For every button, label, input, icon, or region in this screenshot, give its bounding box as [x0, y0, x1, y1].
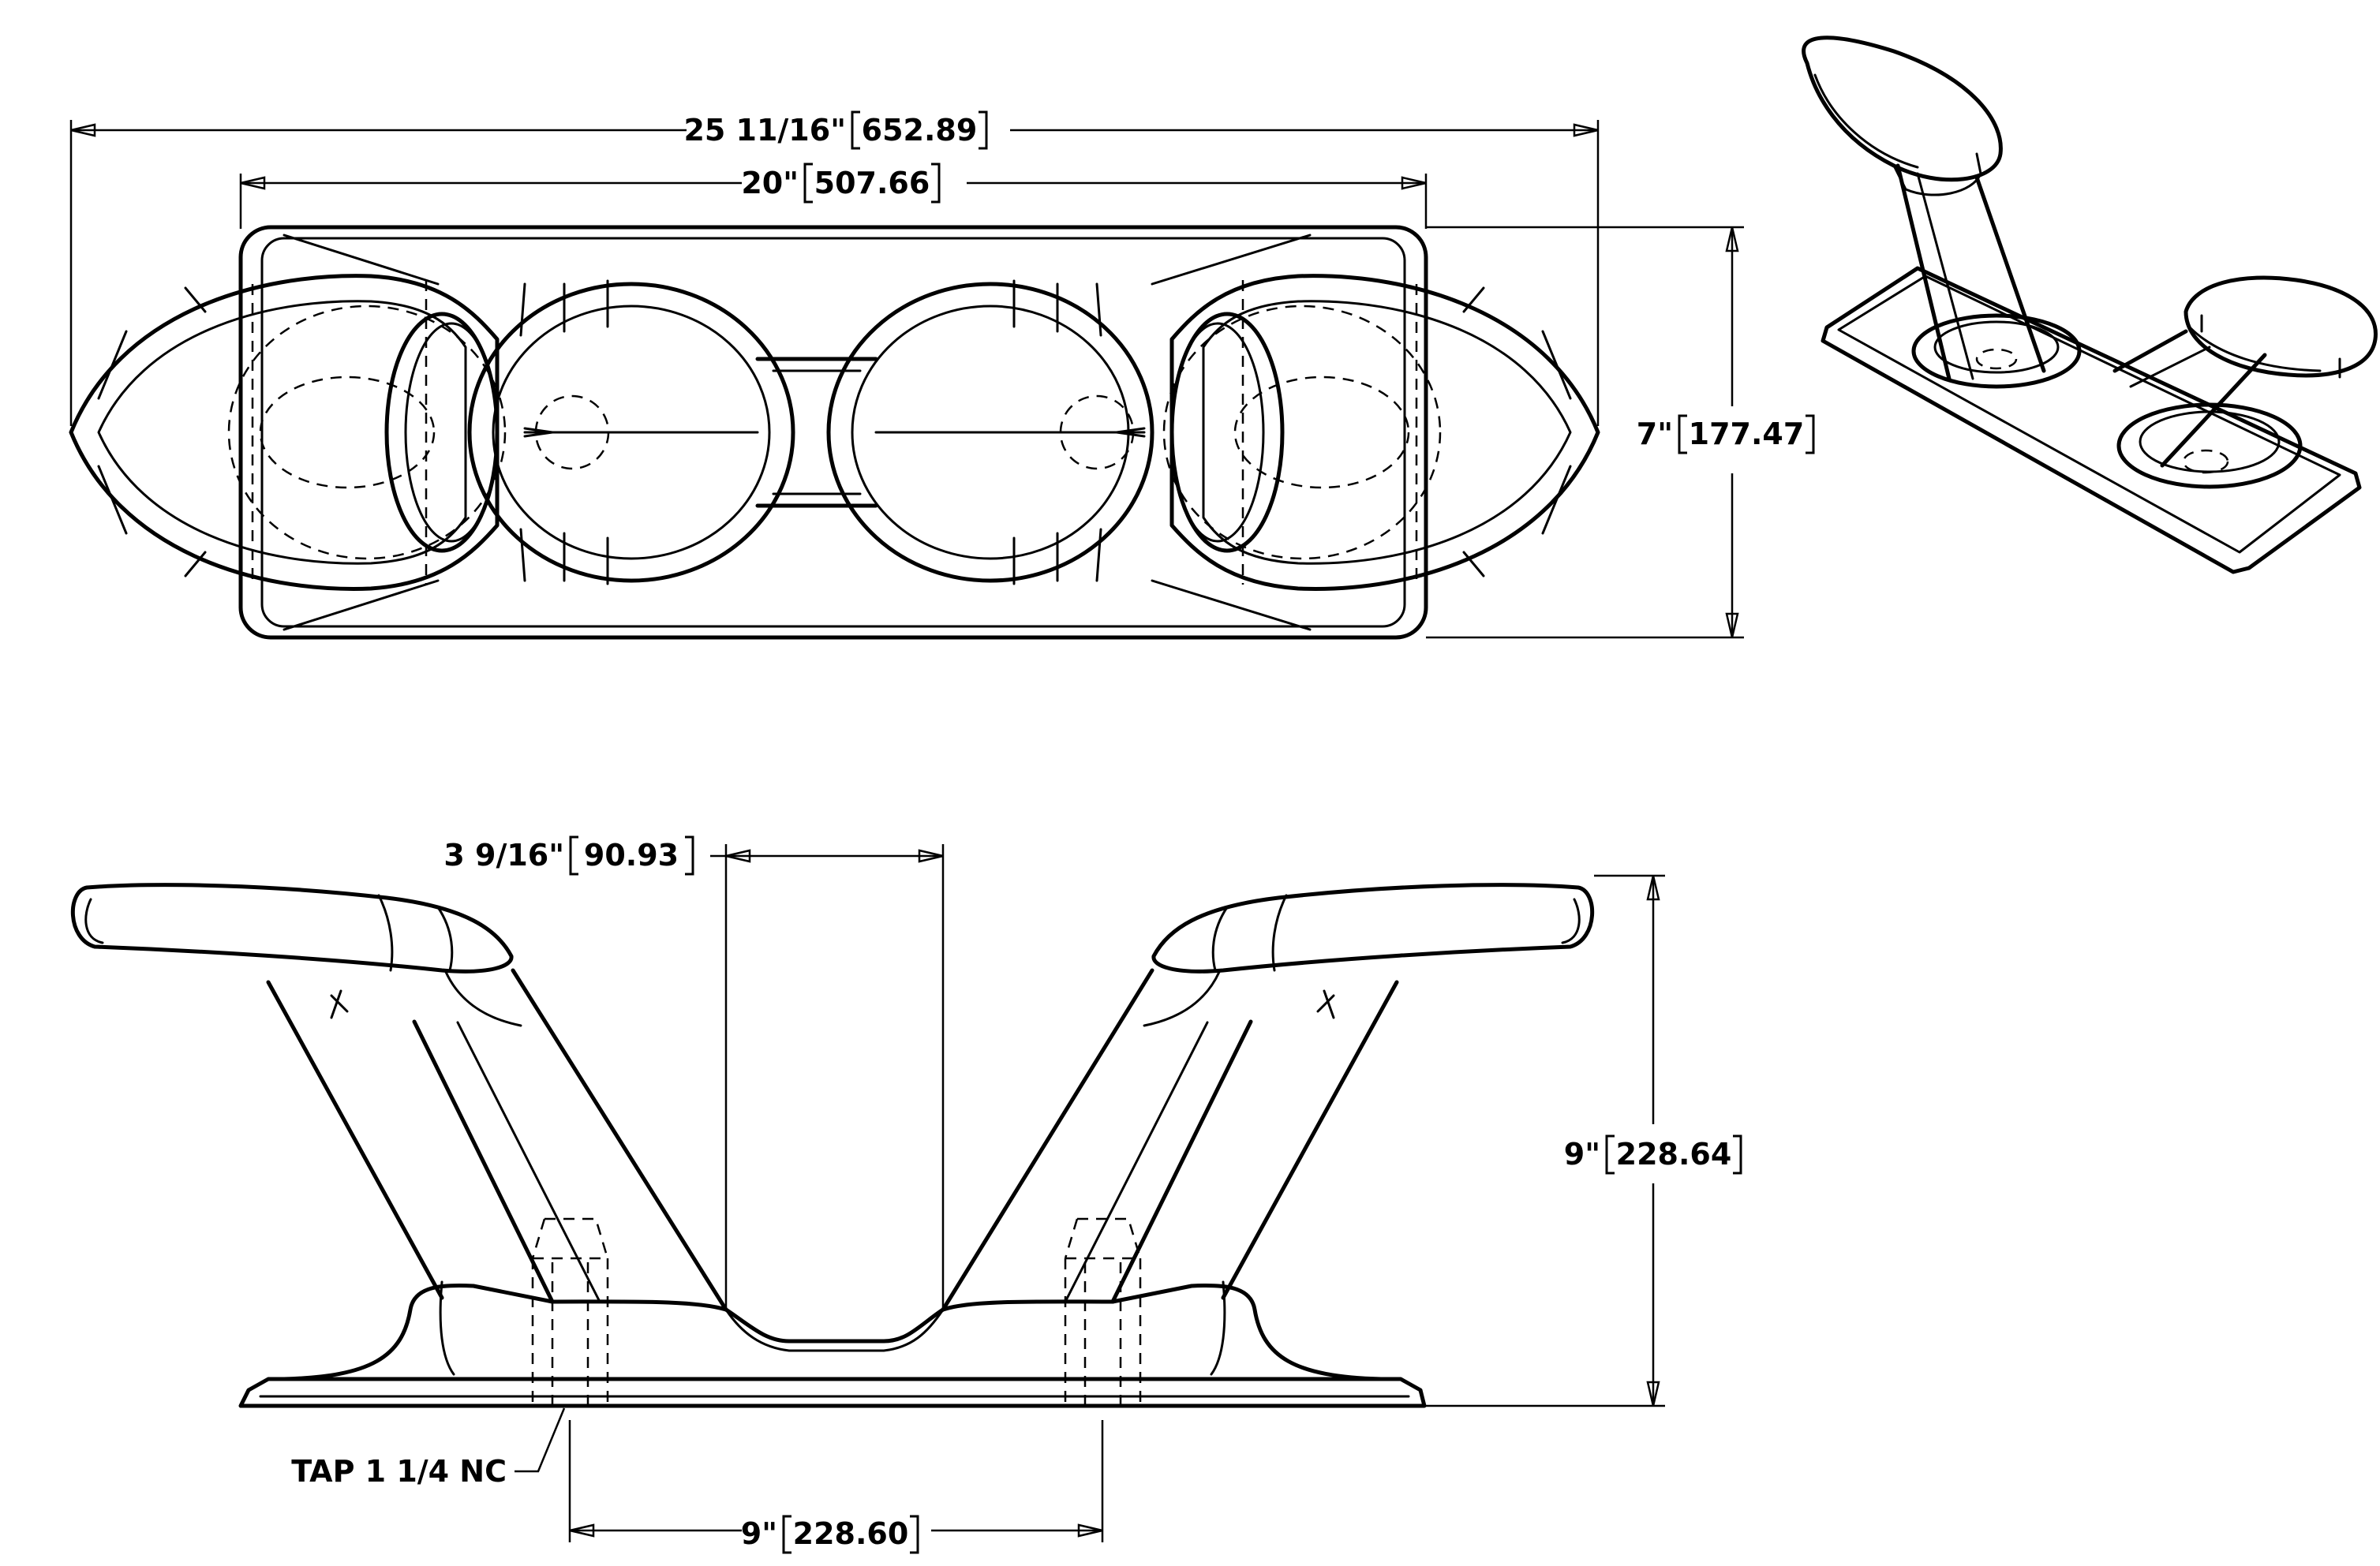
horn-gap-imperial: 3 9/16": [443, 838, 564, 873]
iso-front-post: [2112, 329, 2267, 468]
overall-length-imperial: 25 11/16": [683, 113, 846, 148]
metric-brackets: [569, 110, 1815, 1554]
base-length-imperial: 20": [741, 166, 799, 200]
side-view-saddle: [550, 1299, 1115, 1344]
base-length-metric: 507.66: [814, 166, 930, 200]
iso-front-head: [2184, 275, 2378, 378]
overall-length-metric: 652.89: [862, 113, 978, 148]
side-view-right-horn-body: [941, 968, 1399, 1312]
top-view-center-bar: [755, 357, 878, 508]
side-view: [70, 883, 1595, 1408]
top-view-right-horn-outer: [1169, 274, 1600, 591]
top-view-left-horn-pad: [467, 282, 795, 583]
top-view: [69, 225, 1600, 640]
horn-gap-metric: 90.93: [584, 838, 679, 873]
side-view-left-horn-head: [70, 883, 514, 974]
tap-callout: TAP 1 1/4 NC: [291, 1454, 507, 1489]
iso-back-head: [1802, 36, 2003, 182]
top-view-base-plate: [238, 225, 1428, 640]
dimension-labels: 25 11/16" 652.89 20" 507.66 7" 177.47 3 …: [291, 113, 1804, 1551]
side-view-base-plate: [238, 1377, 1427, 1408]
overall-height-metric: 228.64: [1616, 1137, 1732, 1172]
overall-height-imperial: 9": [1564, 1137, 1600, 1172]
bolt-spacing-metric: 228.60: [793, 1516, 909, 1551]
base-width-imperial: 7": [1637, 417, 1673, 451]
top-view-right-horn-pad: [826, 282, 1154, 583]
iso-back-post: [1895, 163, 2046, 381]
isometric-view: [1802, 36, 2378, 574]
dimension-lines: [69, 120, 1744, 1542]
side-view-left-horn-body: [266, 968, 728, 1312]
side-view-right-horn-head: [1151, 883, 1595, 974]
base-width-metric: 177.47: [1689, 417, 1805, 451]
bolt-spacing-imperial: 9": [741, 1516, 777, 1551]
